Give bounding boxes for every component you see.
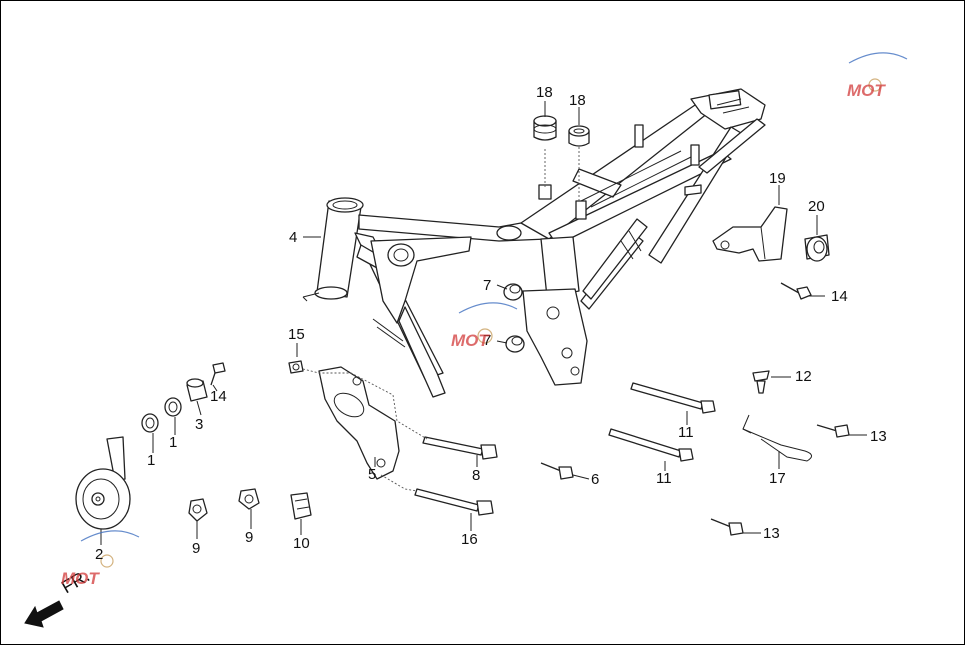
callout-17: 17: [769, 470, 786, 487]
main-frame: [302, 88, 766, 398]
rubber-1a: [141, 413, 159, 433]
callout-14a: 14: [210, 388, 227, 405]
callout-14b: 14: [831, 288, 848, 305]
callout-3: 3: [195, 416, 204, 433]
callout-11b: 11: [656, 470, 672, 487]
callout-13b: 13: [763, 525, 780, 542]
callout-11a: 11: [678, 424, 694, 441]
callout-1b: 1: [169, 434, 178, 451]
callout-9b: 9: [245, 529, 254, 546]
long-bolt-11b: [608, 428, 694, 462]
bolt-16: [414, 488, 494, 516]
bolt-8: [422, 436, 498, 460]
clip-12: [752, 370, 770, 394]
clamp-9b: [238, 488, 260, 510]
callout-2: 2: [95, 546, 104, 563]
clip-10: [290, 492, 312, 520]
long-bolt-11a: [630, 382, 716, 414]
callout-20: 20: [808, 198, 825, 215]
rubber-damper-18a: [533, 115, 557, 141]
callout-1a: 1: [147, 452, 156, 469]
rubber-1b: [164, 397, 182, 417]
collar-20: [804, 234, 830, 262]
leader-lines: [100, 101, 867, 545]
callout-18a: 18: [536, 84, 553, 101]
callout-13a: 13: [870, 428, 887, 445]
callout-9a: 9: [192, 540, 201, 557]
nut-7a: [503, 283, 523, 301]
bracket-19: [712, 206, 788, 262]
nut-7b: [505, 335, 525, 353]
spring-clip-17: [742, 414, 812, 462]
callout-7a: 7: [483, 277, 492, 294]
clamp-9a: [188, 498, 208, 522]
collar-3: [186, 378, 208, 402]
horn-2: [75, 436, 131, 530]
bolt-14-left: [210, 362, 226, 386]
callout-12: 12: [795, 368, 812, 385]
gear-logo-icon: [80, 52, 908, 568]
arrow-front-icon: [24, 600, 64, 628]
bolt-13a: [816, 424, 850, 438]
callout-5: 5: [368, 466, 377, 483]
watermark-center: MOT: [451, 331, 489, 350]
callout-6: 6: [591, 471, 600, 488]
nut-15: [288, 360, 304, 374]
callout-8: 8: [472, 467, 481, 484]
watermark-top-right: MOT: [847, 81, 885, 100]
bolt-14-right: [780, 282, 812, 300]
callout-16: 16: [461, 531, 478, 548]
callout-15: 15: [288, 326, 305, 343]
callout-19: 19: [769, 170, 786, 187]
callout-18b: 18: [569, 92, 586, 109]
callout-10: 10: [293, 535, 310, 552]
engine-plate-5: [318, 366, 400, 480]
bolt-6: [540, 462, 574, 480]
bolt-13b: [710, 518, 744, 536]
callout-4: 4: [289, 229, 298, 246]
watermark-bottom-left: MOT: [61, 569, 99, 588]
rubber-damper-18b: [568, 125, 590, 147]
callout-7b: 7: [483, 332, 492, 349]
